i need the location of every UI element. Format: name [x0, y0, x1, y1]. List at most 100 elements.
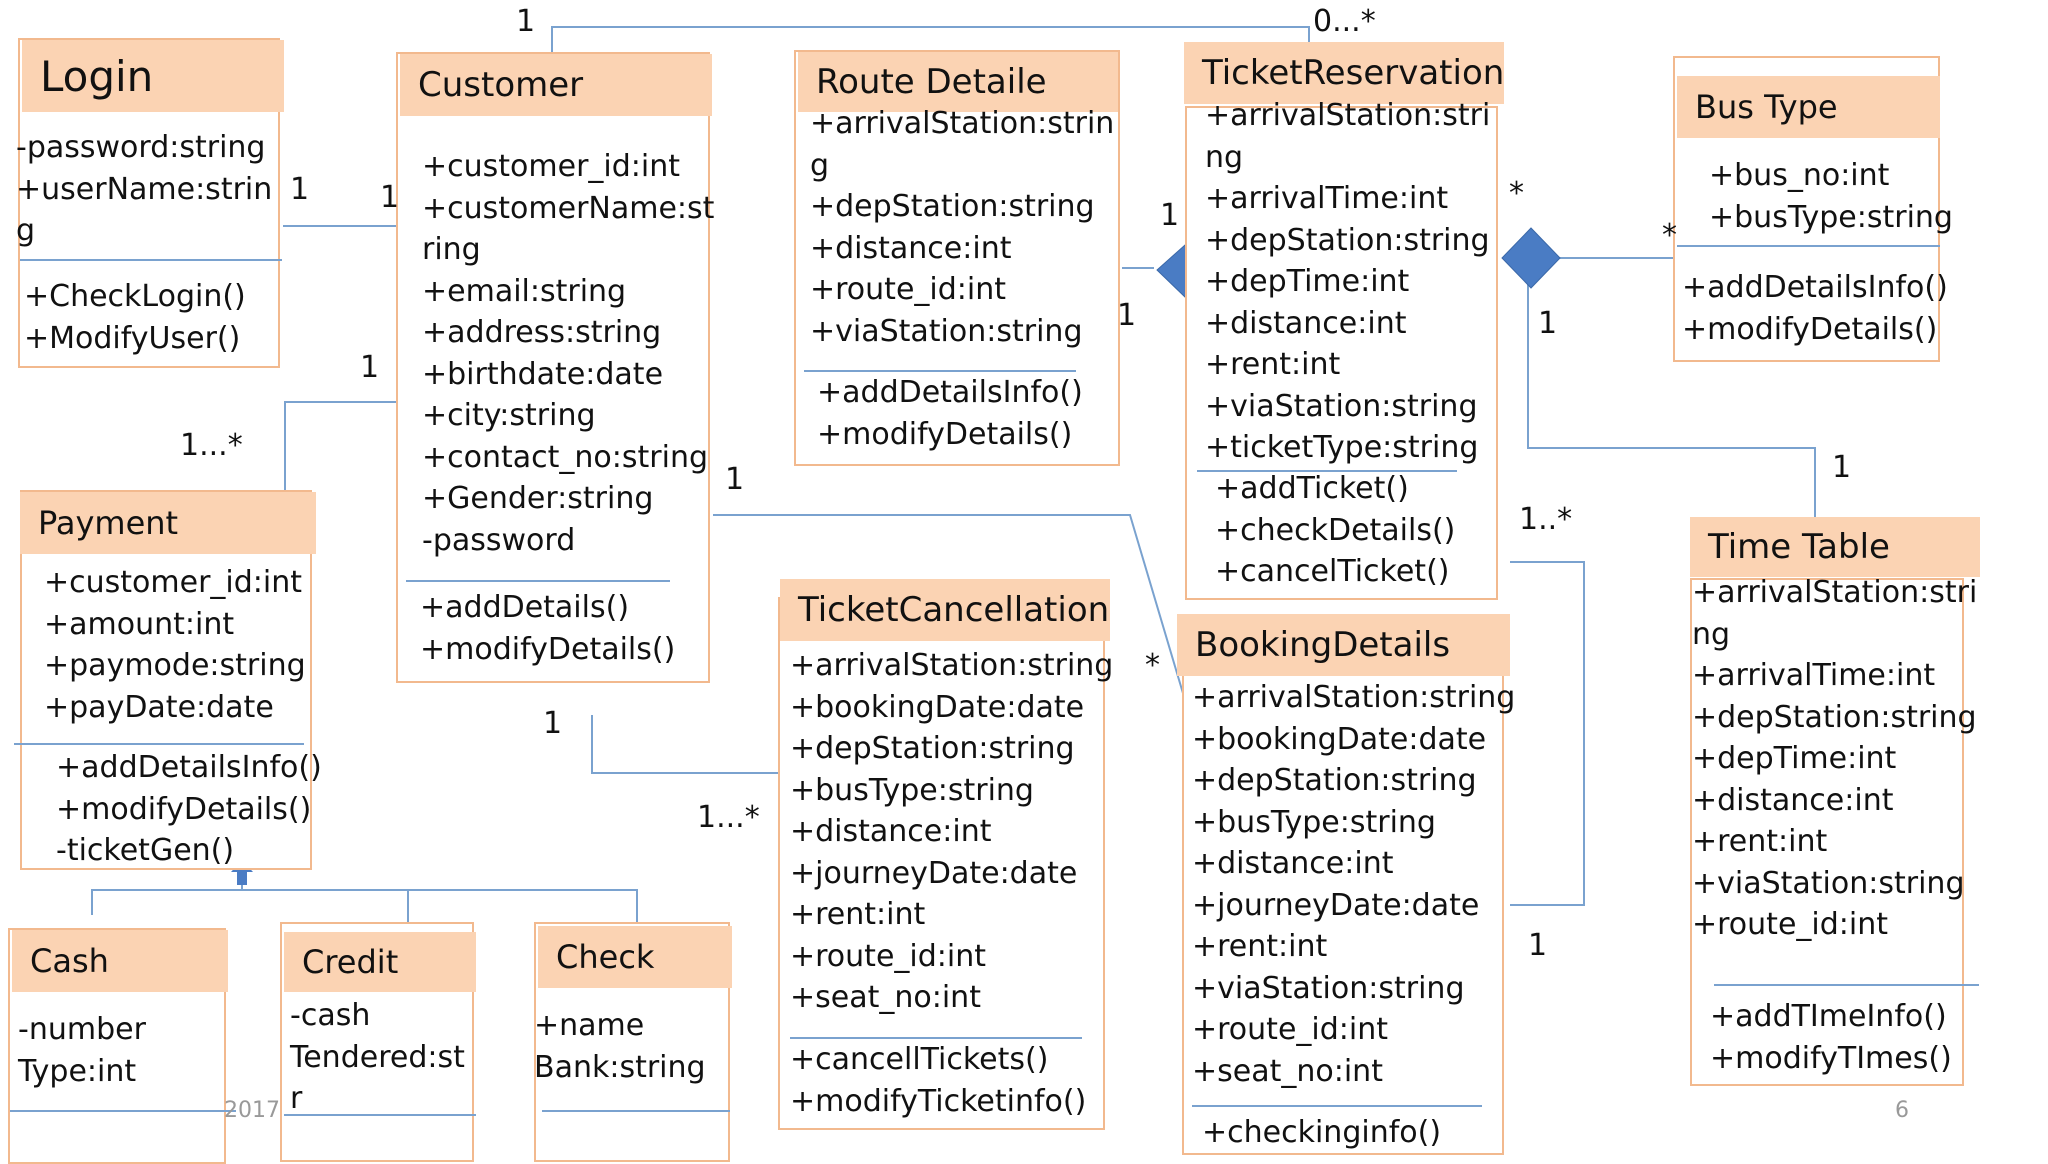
- class-methods: +addTImeInfo() +modifyTImes(): [1710, 996, 1952, 1079]
- multiplicity-label: 1: [725, 462, 745, 497]
- method-line: +checkDetails(): [1215, 512, 1456, 548]
- method-line: +modifyDetails(): [1682, 311, 1938, 347]
- attribute-line: +ticketType:string: [1205, 430, 1479, 465]
- multiplicity-label: 1: [1528, 928, 1548, 963]
- attribute-line: +distance:int: [790, 814, 992, 849]
- attribute-line: Tendered:st: [290, 1039, 465, 1075]
- compartment-divider: [1714, 984, 1979, 986]
- compartment-divider: [1197, 470, 1457, 472]
- multiplicity-label: 1: [516, 4, 536, 39]
- attribute-line: +depTime:int: [1205, 264, 1410, 299]
- attribute-line: ng: [1205, 139, 1244, 175]
- multiplicity-label: 1...*: [697, 800, 760, 835]
- class-name-header: Time Table: [1690, 517, 1980, 577]
- attribute-line: +viaStation:string: [1205, 388, 1478, 424]
- class-name-header: TicketCancellation: [780, 579, 1110, 641]
- class-name: Credit: [302, 943, 399, 981]
- attribute-line: +rent:int: [1205, 347, 1341, 382]
- class-name: Payment: [38, 504, 179, 542]
- attribute-line: +route_id:int: [1692, 907, 1888, 942]
- class-customer: Customer+customer_id:int+customerName:st…: [396, 52, 714, 683]
- customer-payment-association: [284, 401, 398, 490]
- attribute-line: +arrivalStation:stri: [1692, 575, 1978, 610]
- multiplicity-label: 1: [1538, 306, 1558, 341]
- multiplicity-label: *: [1145, 648, 1160, 683]
- multiplicity-label: 1: [1117, 298, 1137, 333]
- attribute-line: +busType:string: [790, 772, 1034, 808]
- attribute-line: r: [290, 1081, 303, 1116]
- attribute-line: +journeyDate:date: [1192, 887, 1480, 923]
- attribute-line: g: [810, 147, 830, 183]
- method-line: -ticketGen(): [56, 833, 235, 868]
- method-line: +modifyTImes(): [1710, 1040, 1952, 1076]
- attribute-line: +name: [534, 1008, 645, 1043]
- reservation-timetable-link: [1527, 282, 1816, 518]
- attribute-line: +payDate:date: [44, 689, 274, 725]
- method-line: +modifyTicketinfo(): [790, 1083, 1087, 1119]
- attribute-line: +birthdate:date: [422, 356, 664, 392]
- attribute-line: +arrivalTime:int: [1205, 181, 1449, 216]
- class-bus-type: Bus Type+bus_no:int+busType:string+addDe…: [1673, 56, 1953, 362]
- multiplicity-label: 1: [380, 180, 400, 215]
- multiplicity-label: 1..*: [1519, 502, 1573, 537]
- class-name-header: Credit: [284, 932, 476, 992]
- attribute-line: +bus_no:int: [1709, 158, 1890, 193]
- attribute-line: +contact_no:string: [422, 439, 708, 475]
- class-name-header: Customer: [400, 54, 712, 116]
- attribute-line: +customerName:st: [422, 190, 715, 226]
- attribute-line: +depStation:string: [810, 189, 1095, 224]
- attribute-line: +seat_no:int: [790, 980, 981, 1015]
- attribute-line: -number: [18, 1012, 146, 1047]
- attribute-line: +route_id:int: [790, 938, 986, 974]
- class-name-header: Cash: [12, 930, 228, 992]
- attribute-line: +paymode:string: [44, 648, 306, 683]
- attribute-line: +viaStation:string: [1692, 865, 1965, 901]
- class-methods: +addDetailsInfo()+modifyDetails()-ticket…: [56, 747, 322, 872]
- method-line: +addTImeInfo(): [1710, 999, 1947, 1034]
- method-line: +addDetails(): [420, 590, 630, 625]
- attribute-line: +address:string: [422, 315, 662, 350]
- attribute-line: -password: [422, 522, 576, 558]
- attribute-line: +distance:int: [1192, 846, 1394, 881]
- method-line: +modifyDetails(): [56, 791, 312, 827]
- multiplicity-label: 1: [1832, 450, 1852, 485]
- attribute-line: +seat_no:int: [1192, 1053, 1383, 1089]
- class-ticket-cancellation: TicketCancellation +arrivalStation:string…: [778, 579, 1113, 1130]
- compartment-divider: [10, 1110, 236, 1112]
- attribute-line: +rent:int: [1192, 929, 1328, 964]
- attribute-line: +viaStation:string: [810, 313, 1083, 349]
- method-line: +ModifyUser(): [24, 320, 241, 356]
- class-payment: Payment+customer_id:int+amount:int+paymo…: [14, 490, 322, 870]
- multiplicity-label: 1: [1160, 198, 1180, 233]
- class-methods: +CheckLogin()+ModifyUser(): [24, 276, 246, 359]
- attribute-line: +userName:strin: [16, 171, 273, 207]
- compartment-divider: [406, 580, 670, 582]
- class-name-header: Bus Type: [1677, 76, 1940, 138]
- attribute-line: +depTime:int: [1692, 741, 1897, 776]
- attribute-line: +journeyDate:date: [790, 855, 1078, 891]
- compartment-divider: [14, 743, 304, 745]
- attribute-line: +arrivalTime:int: [1692, 658, 1936, 693]
- class-name: Time Table: [1708, 527, 1890, 567]
- class-attributes: +bus_no:int+busType:string: [1709, 155, 1953, 238]
- compartment-divider: [284, 1114, 476, 1116]
- class-name: Customer: [418, 65, 584, 105]
- attribute-line: +depStation:string: [1192, 763, 1477, 798]
- class-methods: +addTicket()+checkDetails()+cancelTicket…: [1215, 468, 1455, 593]
- method-line: +addTicket(): [1215, 471, 1409, 506]
- attribute-line: +arrivalStation:string: [790, 648, 1114, 683]
- class-name-header: Payment: [20, 492, 316, 554]
- attribute-line: ring: [422, 232, 481, 267]
- attribute-line: +route_id:int: [810, 272, 1006, 307]
